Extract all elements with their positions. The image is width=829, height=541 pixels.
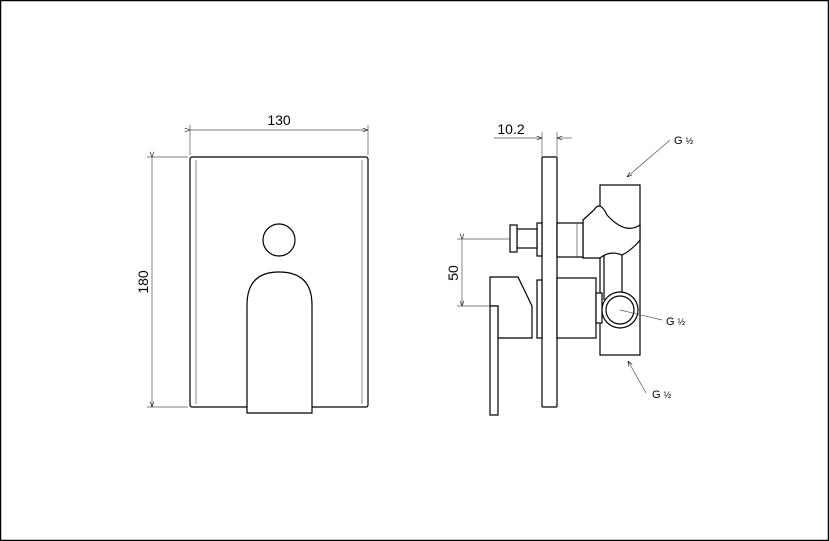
connection-outlet: G ½ [619, 309, 686, 328]
lever-handle [246, 271, 313, 414]
thickness-label: 10.2 [497, 121, 524, 137]
diverter-collar [536, 222, 543, 257]
connection-label: G [666, 316, 675, 328]
diverter-knob [509, 224, 518, 253]
spacing-label: 50 [445, 265, 461, 281]
connection-label: G [674, 135, 683, 147]
connection-callout: G ½ [666, 316, 686, 328]
height-label: 180 [135, 270, 151, 294]
leader-line [628, 361, 647, 394]
diverter-shaft [516, 228, 538, 249]
diverter-stem [556, 222, 584, 258]
outlet-port-inner [605, 295, 635, 325]
width-label: 130 [267, 112, 291, 128]
height-dimension: 180 [135, 157, 188, 408]
spacing-dimension: 50 [445, 239, 510, 307]
diverter-button [262, 223, 296, 257]
connection-label: G [652, 389, 661, 401]
cartridge-neck [595, 292, 603, 324]
connection-callout: G ½ [652, 389, 672, 401]
diverter-housing [582, 205, 641, 259]
connection-bottom: G ½ [628, 361, 672, 401]
leader-line [619, 309, 663, 321]
connection-fraction: ½ [686, 136, 694, 146]
side-view: 10.2 50 G ½ G ½ G ½ [445, 121, 694, 416]
valve-body [599, 184, 641, 356]
width-dimension: 130 [190, 112, 369, 155]
thickness-dimension: 10.2 [494, 121, 572, 156]
connection-callout: G ½ [674, 135, 694, 147]
cartridge [556, 277, 597, 339]
plate-side [541, 156, 558, 408]
leader-line [627, 139, 671, 177]
connection-fraction: ½ [664, 390, 672, 400]
connection-top: G ½ [627, 135, 694, 177]
lever-handle-side [489, 305, 499, 416]
lever-collar [536, 279, 543, 339]
connection-fraction: ½ [678, 317, 686, 327]
front-view: 130 180 [135, 112, 369, 414]
